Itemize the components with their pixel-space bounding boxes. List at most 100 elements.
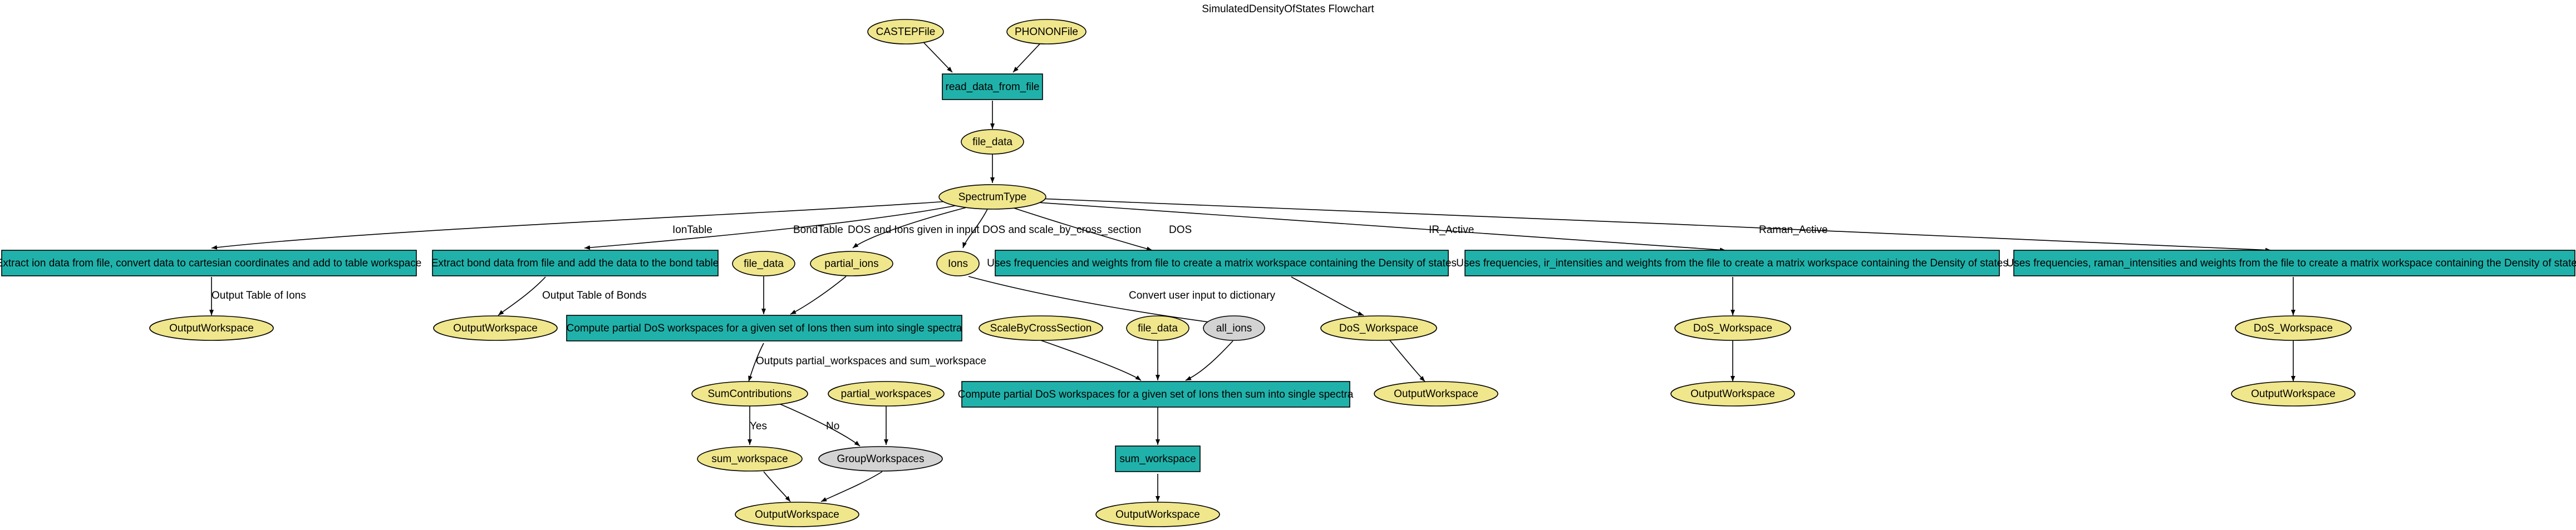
node-spectrum-type xyxy=(938,184,1046,210)
label-phonon-file: PHONONFile xyxy=(1015,26,1078,38)
node-out-ion-table xyxy=(149,315,274,341)
edge-scale-compute2 xyxy=(1040,340,1142,381)
node-all-ions xyxy=(1203,315,1265,341)
node-ions xyxy=(936,251,980,276)
label-extract-bond: Extract bond data from file and add the … xyxy=(431,257,719,269)
label-out-bond-table: OutputWorkspace xyxy=(453,323,538,334)
label-dos-ws-1: DoS_Workspace xyxy=(1339,323,1418,334)
label-file-data-3: file_data xyxy=(1138,323,1178,334)
node-sum-workspace-1 xyxy=(697,446,803,472)
edge-spectrum-ir xyxy=(1021,201,1726,252)
node-scale-cross-section xyxy=(979,315,1103,341)
edge-sumws-out xyxy=(763,471,791,502)
edge-allions-compute2 xyxy=(1185,340,1233,381)
edge-label-convert-user-input: Convert user input to dictionary xyxy=(1129,290,1275,301)
node-out-bond-table xyxy=(433,315,558,341)
node-out-dos-2 xyxy=(1670,381,1795,407)
label-out-ion-table: OutputWorkspace xyxy=(169,323,254,334)
edges xyxy=(209,42,2295,502)
label-castep-file: CASTEPFile xyxy=(876,26,936,38)
label-file-data-2: file_data xyxy=(744,258,784,270)
node-uses-freq-raman xyxy=(2013,250,2575,276)
node-file-data-2 xyxy=(732,251,795,276)
edge-label-outputs-partial: Outputs partial_workspaces and sum_works… xyxy=(756,355,986,367)
edge-label-dos-scale: DOS and scale_by_cross_section xyxy=(982,224,1141,236)
edge-label-no: No xyxy=(826,420,839,432)
label-read-data: read_data_from_file xyxy=(946,81,1040,93)
edge-sumcontrib-group xyxy=(779,403,861,447)
label-sum-workspace-2: sum_workspace xyxy=(1119,453,1196,465)
edge-label-yes: Yes xyxy=(750,420,767,432)
node-compute-partial-1 xyxy=(566,315,962,341)
node-partial-workspaces xyxy=(828,381,945,407)
label-ions: Ions xyxy=(948,258,968,270)
label-compute-partial-2: Compute partial DoS workspaces for a giv… xyxy=(958,389,1354,400)
edge-partialions-compute xyxy=(790,276,847,315)
edge-label-output-table-ions: Output Table of Ions xyxy=(212,290,306,301)
edge-label-dos-ions-input: DOS and Ions given in input xyxy=(848,224,980,236)
node-extract-ion xyxy=(1,250,417,276)
node-castep-file xyxy=(867,19,944,44)
edge-spectrum-raman xyxy=(1024,197,2272,252)
edge-castep-read xyxy=(923,42,953,73)
node-out-sum-2 xyxy=(1095,502,1220,527)
node-uses-freq-ir xyxy=(1464,250,2000,276)
label-out-dos-3: OutputWorkspace xyxy=(2251,388,2336,400)
edge-label-output-table-bonds: Output Table of Bonds xyxy=(542,290,647,301)
node-file-data xyxy=(961,129,1024,155)
label-uses-freq-raman: Uses frequencies, raman_intensities and … xyxy=(2007,257,2576,269)
edge-label-ir-active: IR_Active xyxy=(1429,224,1474,236)
edge-ions-allions xyxy=(968,276,1222,325)
edge-dos-dosws1 xyxy=(1291,276,1364,316)
edge-spectrum-iontable xyxy=(211,200,963,250)
edge-label-dos: DOS xyxy=(1169,224,1192,236)
edge-label-raman-active: Raman_Active xyxy=(1759,224,1828,236)
edge-label-iontable: IonTable xyxy=(672,224,712,236)
edge-spectrum-dos xyxy=(1010,206,1153,251)
node-group-workspaces xyxy=(818,446,943,472)
node-partial-ions xyxy=(810,251,893,276)
node-sum-workspace-2 xyxy=(1115,445,1201,472)
label-file-data: file_data xyxy=(972,136,1012,148)
edge-phonon-read xyxy=(1012,42,1041,73)
label-dos-ws-2: DoS_Workspace xyxy=(1693,323,1772,334)
node-extract-bond xyxy=(432,250,719,276)
node-dos-ws-3 xyxy=(2235,315,2352,341)
nodes xyxy=(1,19,2575,527)
label-all-ions: all_ions xyxy=(1216,323,1252,334)
node-out-sum-1 xyxy=(735,502,859,527)
label-partial-ions: partial_ions xyxy=(824,258,878,270)
node-file-data-3 xyxy=(1126,315,1189,341)
node-uses-freq-dos xyxy=(995,250,1449,276)
label-out-dos-1: OutputWorkspace xyxy=(1394,388,1478,400)
node-out-dos-3 xyxy=(2231,381,2356,407)
node-dos-ws-1 xyxy=(1320,315,1437,341)
label-uses-freq-dos: Uses frequencies and weights from file t… xyxy=(987,257,1457,269)
node-read-data xyxy=(942,73,1043,100)
label-out-sum-2: OutputWorkspace xyxy=(1115,509,1200,521)
label-compute-partial-1: Compute partial DoS workspaces for a giv… xyxy=(567,323,962,334)
label-dos-ws-3: DoS_Workspace xyxy=(2254,323,2333,334)
diagram-title: SimulatedDensityOfStates Flowchart xyxy=(1202,3,1374,15)
label-sum-workspace-1: sum_workspace xyxy=(711,453,788,465)
node-phonon-file xyxy=(1006,19,1087,44)
label-out-sum-1: OutputWorkspace xyxy=(755,509,839,521)
label-extract-ion: Extract ion data from file, convert data… xyxy=(0,257,421,269)
node-dos-ws-2 xyxy=(1674,315,1791,341)
node-labels: CASTEPFile PHONONFile read_data_from_fil… xyxy=(0,26,2576,521)
node-out-dos-1 xyxy=(1374,381,1498,407)
edge-spectrum-ions xyxy=(962,207,989,249)
label-partial-workspaces: partial_workspaces xyxy=(841,388,932,400)
node-sum-contributions xyxy=(691,381,808,407)
label-group-workspaces: GroupWorkspaces xyxy=(837,453,925,465)
label-out-dos-2: OutputWorkspace xyxy=(1690,388,1775,400)
edge-compute1-sumcontrib xyxy=(748,343,764,382)
label-sum-contributions: SumContributions xyxy=(707,388,792,400)
edge-labels: IonTable BondTable DOS and Ions given in… xyxy=(212,224,1828,432)
edge-dosws1-out xyxy=(1389,340,1425,382)
node-compute-partial-2 xyxy=(961,381,1350,408)
edge-group-out xyxy=(820,471,883,502)
label-uses-freq-ir: Uses frequencies, ir_intensities and wei… xyxy=(1456,257,2008,269)
edge-spectrum-bondtable xyxy=(584,203,966,250)
